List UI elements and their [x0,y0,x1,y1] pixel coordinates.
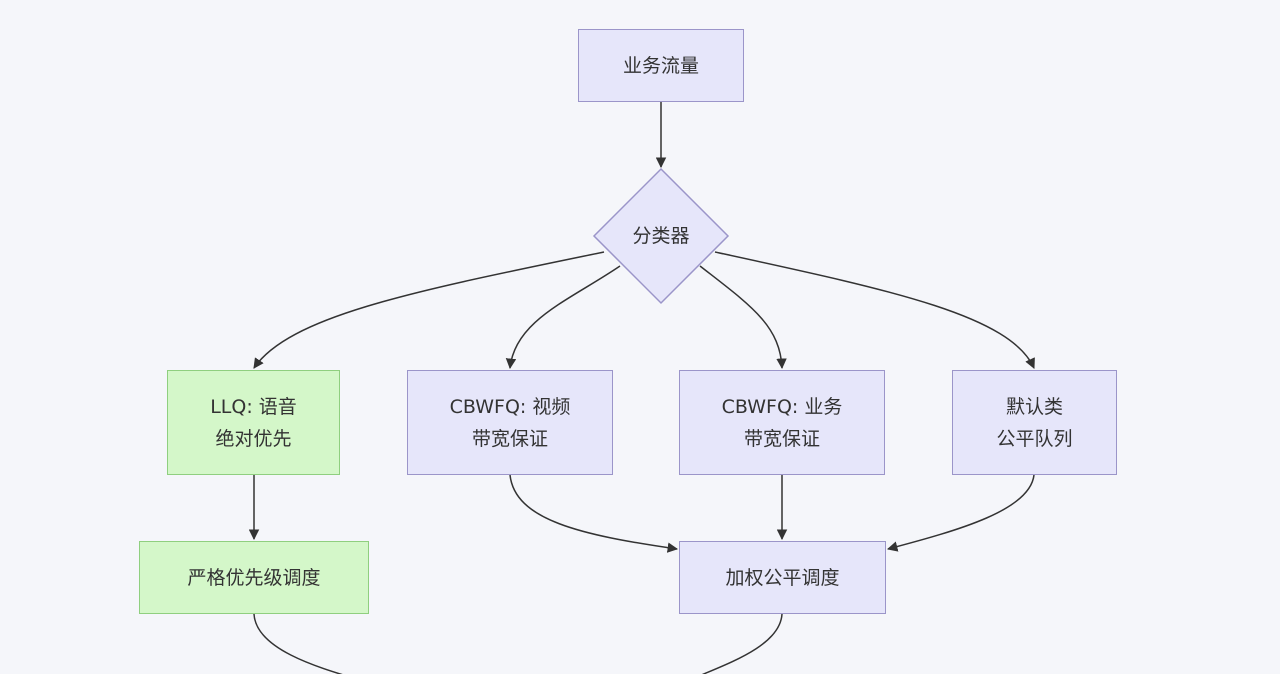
node-cbwfq-business-line2: 带宽保证 [743,427,820,450]
node-default-class-line1: 默认类 [1005,395,1063,418]
node-cbwfq-business: CBWFQ: 业务 带宽保证 [679,370,885,475]
node-weighted-fair: 加权公平调度 [679,541,886,614]
node-strict-priority-label: 严格优先级调度 [187,566,321,589]
node-llq-voice-line2: 绝对优先 [215,427,292,450]
edge-classifier-to-llq [253,251,605,369]
node-cbwfq-video: CBWFQ: 视频 带宽保证 [407,370,613,475]
edge-wfq-to-output [701,613,783,674]
node-llq-voice: LLQ: 语音 绝对优先 [167,370,340,475]
node-strict-priority: 严格优先级调度 [139,541,369,614]
classifier-label: 分类器 [632,225,690,247]
edge-strict-to-output [253,613,343,674]
edge-classifier-to-default [714,251,1035,369]
classifier-diamond [592,167,730,305]
node-llq-voice-line1: LLQ: 语音 [210,395,297,418]
node-business-traffic-label: 业务流量 [622,54,699,77]
node-weighted-fair-label: 加权公平调度 [725,566,840,589]
edge-classifier-to-cbwfq-video [505,265,621,370]
node-cbwfq-business-line1: CBWFQ: 业务 [721,395,843,418]
node-default-class: 默认类 公平队列 [952,370,1117,475]
edge-cbwfq-video-to-wfq [509,474,679,553]
node-business-traffic: 业务流量 [578,29,744,102]
node-cbwfq-video-line1: CBWFQ: 视频 [449,395,571,418]
edge-default-to-wfq [886,474,1035,552]
edge-classifier-to-cbwfq-business [699,265,787,370]
node-default-class-line2: 公平队列 [996,427,1073,450]
node-cbwfq-video-line2: 带宽保证 [471,427,548,450]
